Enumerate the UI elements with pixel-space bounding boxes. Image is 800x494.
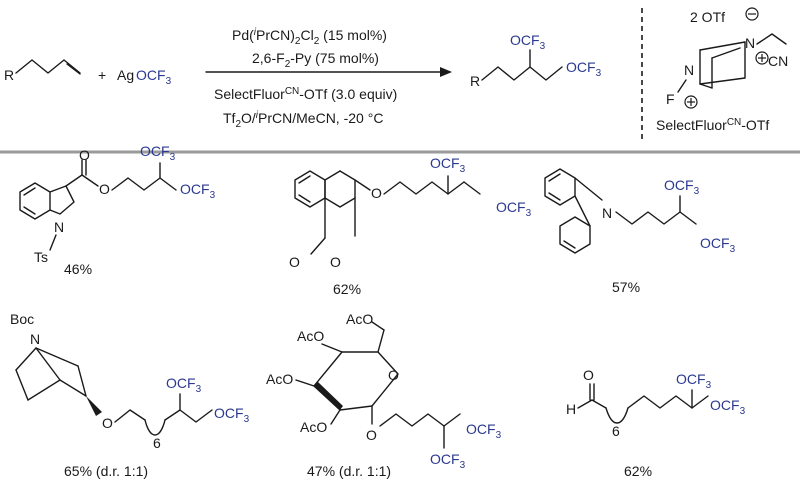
- indole-ester-o: O: [99, 181, 110, 197]
- aldehyde-ocf3-top: OCF3: [676, 371, 712, 391]
- condition-solvent: Tf2O/iPrCN/MeCN, -20 °C: [223, 110, 383, 130]
- isocoumarin-ether-o: O: [371, 185, 382, 201]
- carbazole-yield: 57%: [612, 279, 640, 295]
- aldehyde-h-label: H: [566, 401, 576, 417]
- carbazole-ocf3-right: OCF3: [700, 235, 736, 255]
- glucose-ocf3-right: OCF3: [466, 421, 502, 441]
- selectfluor-n-plus-top: N: [745, 35, 755, 51]
- indole-yield: 46%: [64, 261, 92, 277]
- glucose-aco-bottom: AcO: [300, 419, 327, 435]
- example-isocoumarin: O O O OCF3 OCF3 62%: [289, 155, 532, 297]
- tropane-ocf3-top: OCF3: [166, 375, 202, 395]
- example-carbazole: N OCF3 OCF3 57%: [544, 168, 736, 295]
- tropane-boc-label: Boc: [10, 311, 34, 327]
- selectfluor-cn-label: CN: [768, 53, 788, 69]
- selectfluor-n-bottom: N: [684, 62, 694, 78]
- tropane-yield: 65% (d.r. 1:1): [64, 463, 148, 479]
- isocoumarin-ocf3-top: OCF3: [430, 155, 466, 175]
- aldehyde-o-label: O: [583, 367, 594, 383]
- condition-catalyst: Pd(iPrCN)2Cl2 (15 mol%): [232, 27, 387, 47]
- glucose-anomeric-o: O: [366, 427, 377, 443]
- ocf3-reagent-label: OCF3: [136, 67, 172, 87]
- glucose-aco-left: AcO: [266, 371, 293, 387]
- carbazole-n-label: N: [602, 205, 612, 221]
- example-tropane: Boc N O 6 OCF3 OCF3 65% (d.r. 1:1): [10, 311, 250, 479]
- isocoumarin-ring-o: O: [330, 254, 341, 270]
- carbazole-ocf3-top: OCF3: [664, 177, 700, 197]
- tropane-ocf3-right: OCF3: [214, 405, 250, 425]
- substrate-r-label: R: [4, 67, 14, 83]
- example-glucose: AcO AcO AcO AcO O O OCF3 OCF3 47% (d.r. …: [266, 311, 502, 479]
- condition-base: 2,6-F2-Py (75 mol%): [252, 50, 379, 70]
- agocf3-reagent: Ag OCF3: [117, 67, 172, 87]
- product-ocf3-top: OCF3: [510, 32, 546, 52]
- isocoumarin-yield: 62%: [333, 281, 361, 297]
- glucose-yield: 47% (d.r. 1:1): [307, 463, 391, 479]
- selectfluor-structure: 2 OTf N N F CN SelectFluorCN-OTf: [656, 7, 788, 133]
- selectfluor-f-label: F: [666, 91, 675, 107]
- isocoumarin-ocf3-right: OCF3: [496, 199, 532, 219]
- product-ocf3-right: OCF3: [566, 59, 602, 79]
- product-structure: R OCF3 OCF3: [470, 32, 602, 89]
- selectfluor-name: SelectFluorCN-OTf: [656, 117, 769, 133]
- example-aldehyde: O H 6 OCF3 OCF3 62%: [566, 367, 746, 479]
- indole-ocf3-right: OCF3: [180, 181, 216, 201]
- substrate-alkene: R: [4, 59, 81, 83]
- plus-sign: +: [98, 67, 106, 83]
- indole-n-label: N: [54, 219, 64, 235]
- tropane-n-label: N: [30, 331, 40, 347]
- indole-ts-label: Ts: [34, 249, 48, 265]
- reaction-arrow: [205, 67, 452, 77]
- isocoumarin-carbonyl-o: O: [289, 254, 300, 270]
- aldehyde-subscript: 6: [612, 423, 620, 439]
- condition-oxidant: SelectFluorCN-OTf (3.0 equiv): [214, 86, 397, 102]
- indole-carbonyl-o: O: [79, 147, 90, 163]
- product-r-label: R: [470, 73, 480, 89]
- glucose-aco-top: AcO: [346, 311, 373, 327]
- glucose-ring-o: O: [388, 367, 399, 383]
- indole-ocf3-top: OCF3: [140, 143, 176, 163]
- ag-label: Ag: [117, 67, 134, 83]
- tropane-ether-o: O: [102, 415, 113, 431]
- aldehyde-ocf3-right: OCF3: [710, 397, 746, 417]
- glucose-aco-upper: AcO: [297, 328, 324, 344]
- counterion-label: 2 OTf: [690, 9, 725, 25]
- aldehyde-yield: 62%: [624, 463, 652, 479]
- glucose-ocf3-bottom: OCF3: [430, 451, 466, 471]
- tropane-subscript: 6: [153, 435, 161, 451]
- example-indole: N Ts O O OCF3 OCF3 46%: [19, 143, 216, 277]
